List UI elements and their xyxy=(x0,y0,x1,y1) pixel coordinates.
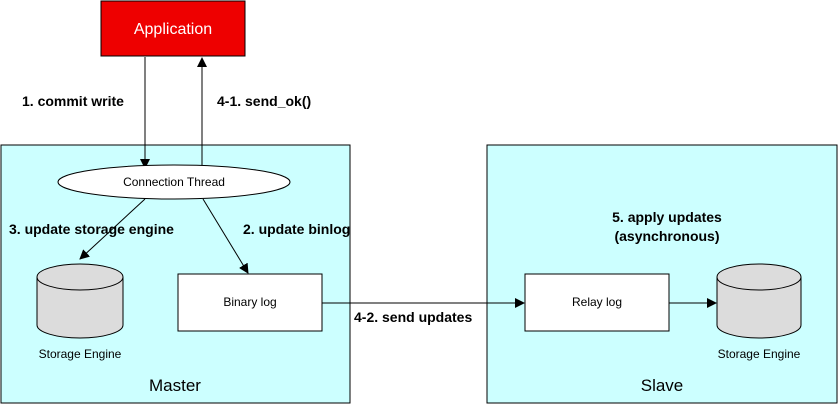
master-storage-label: Storage Engine xyxy=(39,347,122,361)
application-box xyxy=(100,0,246,57)
update-binlog-arrow xyxy=(202,198,249,274)
step-apply-line1: 5. apply updates xyxy=(612,209,722,225)
slave-label: Slave xyxy=(641,376,684,395)
slave-storage-label: Storage Engine xyxy=(718,347,801,361)
slave-storage-cylinder xyxy=(716,263,802,339)
binary-log-label: Binary log xyxy=(223,295,276,309)
connection-thread-ellipse xyxy=(57,164,291,200)
connection-thread-label: Connection Thread xyxy=(123,175,225,189)
master-label: Master xyxy=(149,376,201,395)
master-storage-cylinder xyxy=(36,263,124,339)
step-update-storage: 3. update storage engine xyxy=(9,221,174,237)
step-send-updates: 4-2. send updates xyxy=(354,309,472,325)
application-label: Application xyxy=(134,21,212,38)
step-apply-line2: (asynchronous) xyxy=(614,228,719,244)
binary-log-box xyxy=(177,273,323,332)
step-send-ok: 4-1. send_ok() xyxy=(217,93,311,109)
step-commit-write: 1. commit write xyxy=(22,93,124,109)
update-storage-arrow xyxy=(79,198,146,260)
step-update-binlog: 2. update binlog xyxy=(243,221,350,237)
relay-log-label: Relay log xyxy=(572,295,622,309)
